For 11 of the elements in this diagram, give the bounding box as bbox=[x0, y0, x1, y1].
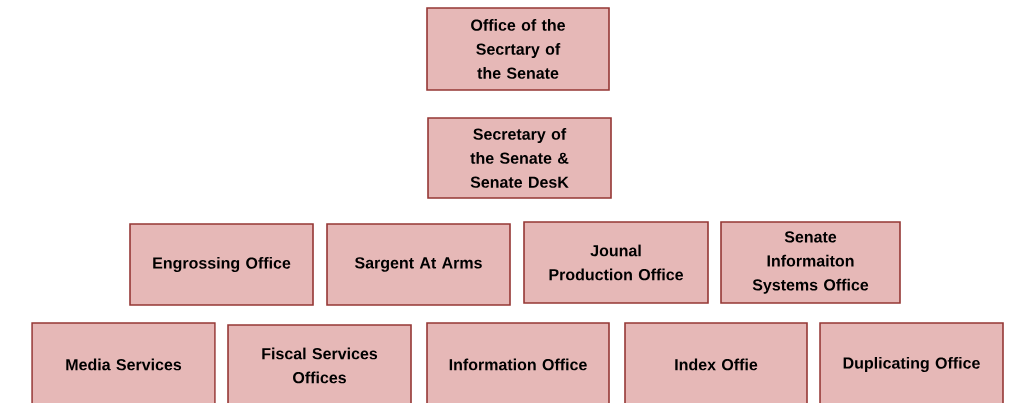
org-box: Sargent At Arms bbox=[326, 223, 511, 306]
org-box: Information Office bbox=[426, 322, 610, 403]
org-box: Jounal Production Office bbox=[523, 221, 709, 304]
org-box: Secretary of the Senate & Senate DesK bbox=[427, 117, 612, 199]
org-box: Senate Informaiton Systems Office bbox=[720, 221, 901, 304]
org-box: Fiscal Services Offices bbox=[227, 324, 412, 403]
org-box: Index Offie bbox=[624, 322, 808, 403]
org-box: Duplicating Office bbox=[819, 322, 1004, 403]
org-box: Media Services bbox=[31, 322, 216, 403]
org-box: Office of the Secrtary of the Senate bbox=[426, 7, 610, 91]
org-box: Engrossing Office bbox=[129, 223, 314, 306]
